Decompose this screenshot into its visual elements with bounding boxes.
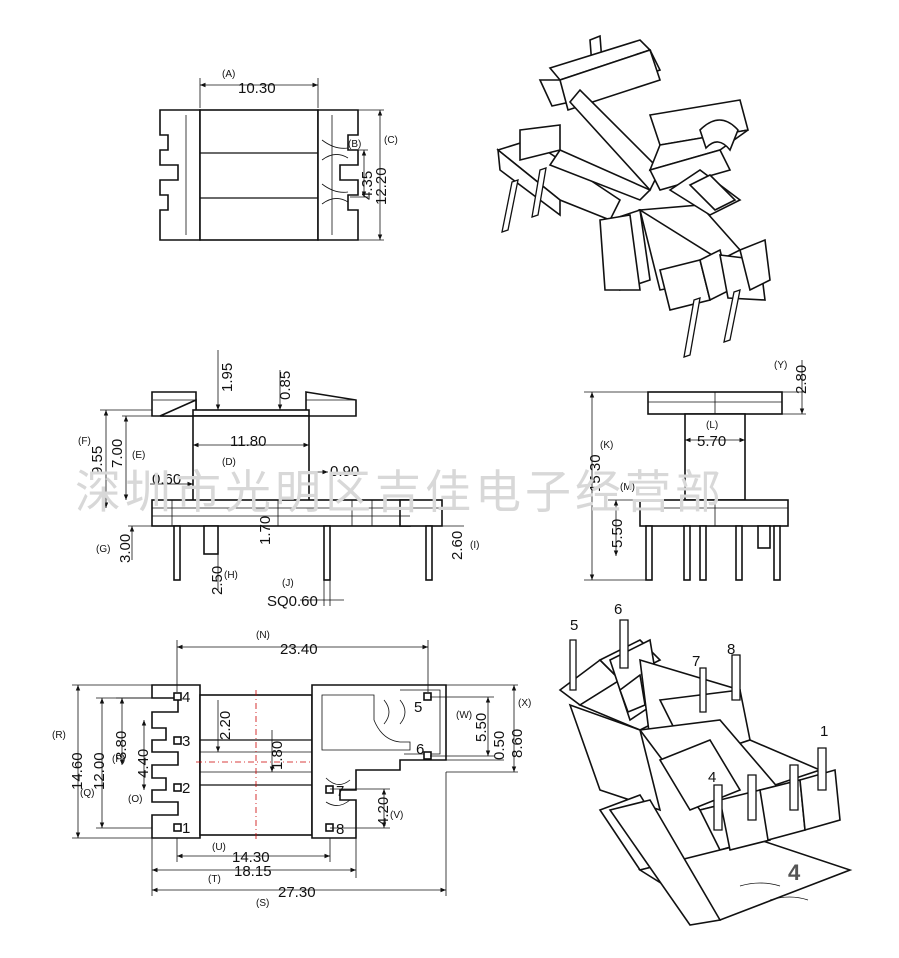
pin-7: 7 (336, 783, 344, 800)
iso-pin-6: 6 (614, 601, 622, 618)
dim-0.85: 0.85 (277, 371, 294, 400)
label-L: (L) (706, 420, 718, 431)
dim-0.90: 0.90 (330, 463, 359, 480)
bottom-view: 4 3 2 1 5 6 7 8 (N) 23.40 (R) 14.60 (Q) … (52, 630, 531, 909)
label-M: (M) (620, 482, 635, 493)
label-E: (E) (132, 450, 145, 461)
pin-8: 8 (336, 821, 344, 838)
dim-G: 3.00 (117, 534, 134, 563)
label-K: (K) (600, 440, 613, 451)
dim-O: 4.40 (135, 749, 152, 778)
label-V: (V) (390, 810, 403, 821)
pin-1: 1 (182, 820, 190, 837)
label-J: (J) (282, 578, 294, 589)
label-S: (S) (256, 898, 269, 909)
label-F: (F) (78, 436, 91, 447)
label-O: (O) (128, 794, 142, 805)
isometric-bottom-view: 5 6 7 8 4 1 4 (558, 601, 853, 926)
dim-A: 10.30 (238, 80, 276, 97)
label-R: (R) (52, 730, 66, 741)
label-A: (A) (222, 69, 235, 80)
label-U: (U) (212, 842, 226, 853)
label-H: (H) (224, 570, 238, 581)
dim-0.60: 0.60 (152, 471, 181, 488)
dim-H: 2.50 (209, 566, 226, 595)
dim-I: 2.60 (449, 531, 466, 560)
pin-3: 3 (182, 733, 190, 750)
label-N: (N) (256, 630, 270, 641)
side-view: 1.95 0.85 (F) 9.55 (E) 7.00 11.80 (D) 0.… (78, 350, 479, 610)
label-Y: (Y) (774, 360, 787, 371)
label-Q: (Q) (80, 788, 94, 799)
dim-B: 4.35 (359, 171, 376, 200)
label-P: (P) (112, 754, 125, 765)
iso-pin-4: 4 (708, 769, 716, 786)
pin-4: 4 (182, 689, 190, 706)
dim-X: 8.60 (509, 729, 526, 758)
label-C: (C) (384, 135, 398, 146)
dim-U: 14.30 (232, 849, 270, 866)
dim-S: 27.30 (278, 884, 316, 901)
dim-T: 18.15 (234, 863, 272, 880)
label-X: (X) (518, 698, 531, 709)
label-T: (T) (208, 874, 221, 885)
iso-pin-8: 8 (727, 641, 735, 658)
label-D: (D) (222, 457, 236, 468)
dim-K: 15.30 (587, 454, 604, 492)
dim-1.80: 1.80 (269, 741, 286, 770)
iso-mark-4: 4 (788, 860, 801, 885)
top-view: (A) 10.30 (B) 4.35 (C) 12.20 (159, 69, 398, 241)
dim-W: 5.50 (473, 713, 490, 742)
label-W: (W) (456, 710, 472, 721)
label-I: (I) (470, 540, 479, 551)
dim-R: 14.60 (69, 752, 86, 790)
dim-1.95: 1.95 (219, 363, 236, 392)
dim-11.80: 11.80 (230, 433, 266, 450)
dim-J: SQ0.60 (267, 593, 318, 610)
dim-E: 7.00 (109, 439, 126, 468)
iso-pin-5: 5 (570, 617, 578, 634)
dim-C: 12.20 (373, 167, 390, 205)
label-B: (B) (348, 139, 361, 150)
dim-M: 5.50 (609, 519, 626, 548)
dim-L: 5.70 (697, 433, 726, 450)
watermark-text: 深圳市光明区吉佳电子经营部 (75, 465, 725, 519)
dim-V: 4.20 (375, 797, 392, 826)
end-view: (Y) 2.80 (K) 15.30 5.70 (L) (M) 5.50 (584, 360, 810, 581)
isometric-top-view (496, 34, 771, 358)
dim-F: 9.55 (89, 446, 106, 475)
pin-6: 6 (416, 741, 424, 758)
dim-P: 3.80 (113, 731, 130, 760)
dim-Y: 2.80 (793, 365, 810, 394)
dim-0.50: 0.50 (491, 731, 508, 760)
dim-1.70: 1.70 (257, 516, 274, 545)
pin-5: 5 (414, 699, 422, 716)
dim-Q: 12.00 (91, 752, 108, 790)
iso-pin-7: 7 (692, 653, 700, 670)
dim-N: 23.40 (280, 641, 318, 658)
dim-2.20: 2.20 (217, 711, 234, 740)
label-G: (G) (96, 544, 110, 555)
iso-pin-1: 1 (820, 723, 828, 740)
pin-2: 2 (182, 780, 190, 797)
